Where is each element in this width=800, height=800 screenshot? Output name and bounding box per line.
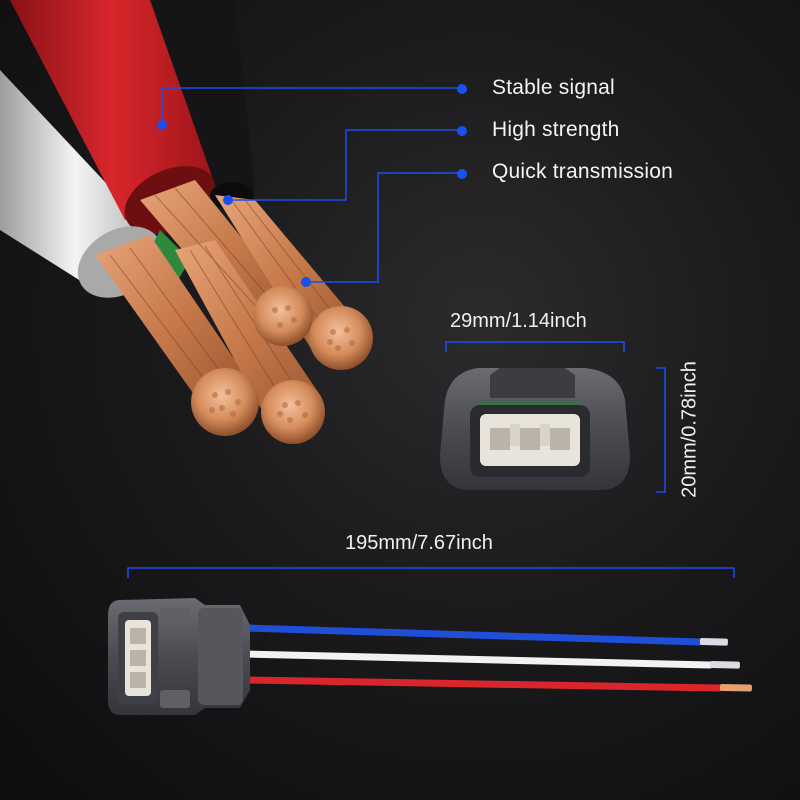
height-bracket (656, 367, 666, 493)
callout-dots (157, 84, 467, 287)
copper-end-3 (253, 286, 313, 346)
callout-lines (161, 87, 462, 283)
wire-harness (108, 598, 752, 715)
length-bracket (127, 567, 735, 578)
feature-high-strength: High strength (492, 118, 620, 141)
cable-cross-section (0, 0, 373, 444)
copper-end-2 (261, 380, 325, 444)
bullet-dot-1 (457, 84, 467, 94)
wire-white (241, 650, 714, 669)
copper-end-1 (191, 368, 259, 436)
cable-length-label: 195mm/7.67inch (345, 532, 493, 554)
dimension-brackets (127, 341, 735, 578)
bullet-dot-3 (457, 169, 467, 179)
copper-end-4 (309, 306, 373, 370)
connector-front-view (440, 368, 630, 490)
wire-red (241, 676, 724, 692)
feature-quick-transmission: Quick transmission (492, 160, 673, 183)
feature-stable-signal: Stable signal (492, 76, 615, 99)
connector-width-label: 29mm/1.14inch (450, 310, 587, 332)
red-jacket (10, 0, 215, 220)
wire-blue (241, 624, 704, 646)
width-bracket (445, 341, 625, 352)
bullet-dot-2 (457, 126, 467, 136)
connector-height-label: 20mm/0.78inch (678, 361, 701, 498)
